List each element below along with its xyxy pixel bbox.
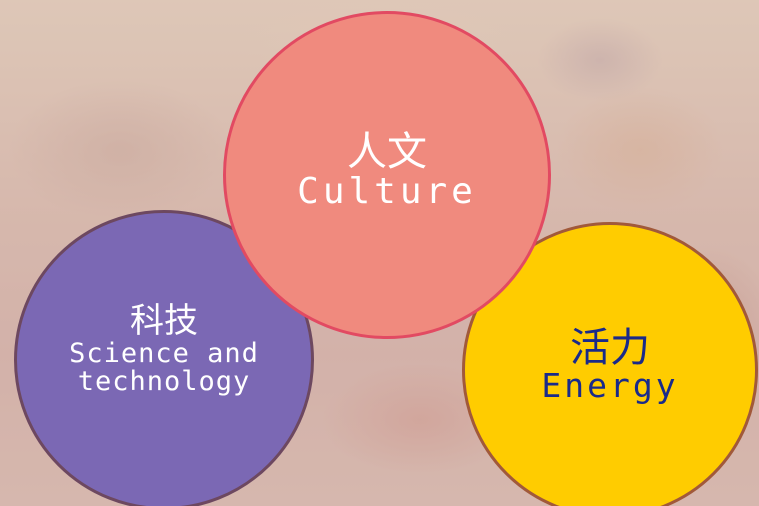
culture-circle: 人文 Culture [223, 11, 551, 339]
technology-english-label-line1: Science and [69, 337, 259, 369]
energy-circle: 活力 Energy [462, 222, 758, 506]
culture-english-label: Culture [297, 171, 477, 213]
technology-chinese-label: 科技 [130, 300, 198, 341]
energy-english-label: Energy [541, 365, 679, 405]
culture-chinese-label: 人文 [347, 129, 427, 176]
energy-chinese-label: 活力 [570, 324, 650, 371]
technology-circle: 科技 Science and technology [14, 210, 314, 506]
technology-english-label-line2: technology [77, 365, 251, 397]
